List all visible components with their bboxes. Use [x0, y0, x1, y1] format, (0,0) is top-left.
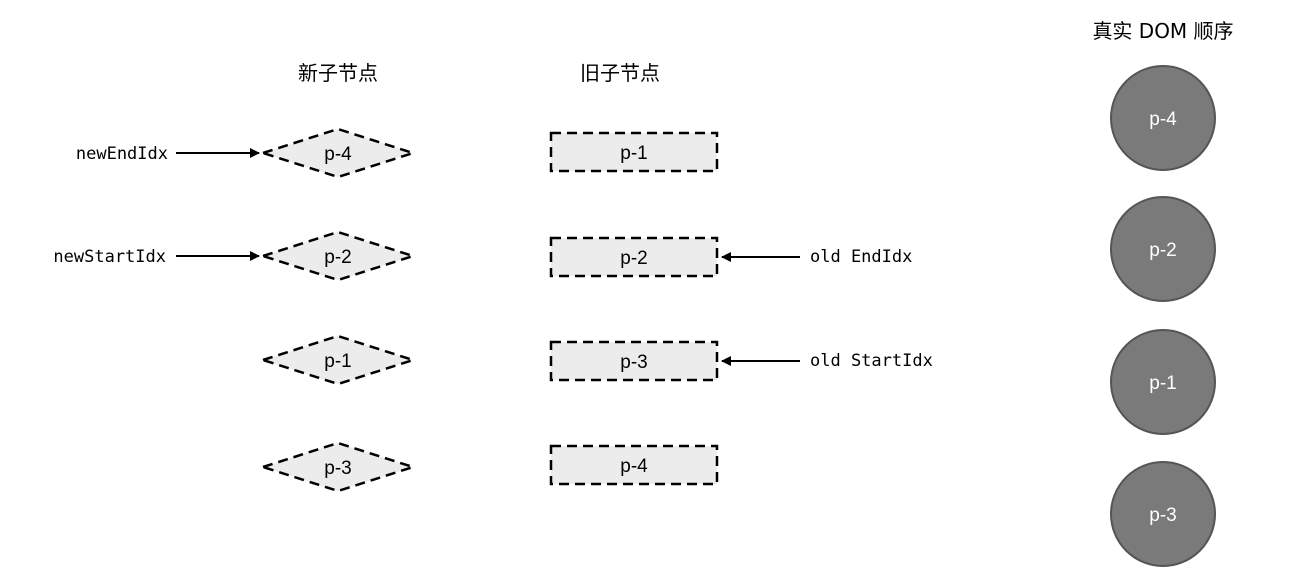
new-node-3-label: p-1	[324, 351, 351, 372]
old-end-idx-label: old EndIdx	[810, 247, 912, 267]
dom-node-1-label: p-4	[1149, 109, 1177, 130]
new-node-3: p-1	[258, 334, 418, 386]
new-end-idx-label: newEndIdx	[76, 144, 168, 164]
old-node-4: p-4	[549, 444, 719, 486]
old-node-1-label: p-1	[620, 143, 647, 164]
old-node-4-label: p-4	[620, 456, 648, 477]
old-node-1: p-1	[549, 131, 719, 173]
dom-node-4: p-3	[1110, 461, 1216, 567]
new-node-1-label: p-4	[324, 144, 352, 165]
old-node-2: p-2	[549, 236, 719, 278]
new-node-4: p-3	[258, 441, 418, 493]
old-children-heading: 旧子节点	[580, 61, 660, 85]
old-node-2-label: p-2	[620, 248, 647, 269]
dom-node-3-label: p-1	[1149, 373, 1176, 394]
new-node-1: p-4	[258, 127, 418, 179]
new-node-4-label: p-3	[324, 458, 351, 479]
dom-node-3: p-1	[1110, 329, 1216, 435]
new-children-heading: 新子节点	[298, 61, 378, 85]
dom-node-4-label: p-3	[1149, 505, 1176, 526]
old-start-idx-label: old StartIdx	[810, 351, 933, 371]
new-node-2: p-2	[258, 230, 418, 282]
dom-node-1: p-4	[1110, 65, 1216, 171]
dom-node-2-label: p-2	[1149, 240, 1176, 261]
old-node-3-label: p-3	[620, 352, 647, 373]
dom-node-2: p-2	[1110, 196, 1216, 302]
new-node-2-label: p-2	[324, 247, 351, 268]
old-node-3: p-3	[549, 340, 719, 382]
new-start-idx-label: newStartIdx	[53, 247, 166, 267]
real-dom-order-heading: 真实 DOM 顺序	[1092, 19, 1233, 43]
